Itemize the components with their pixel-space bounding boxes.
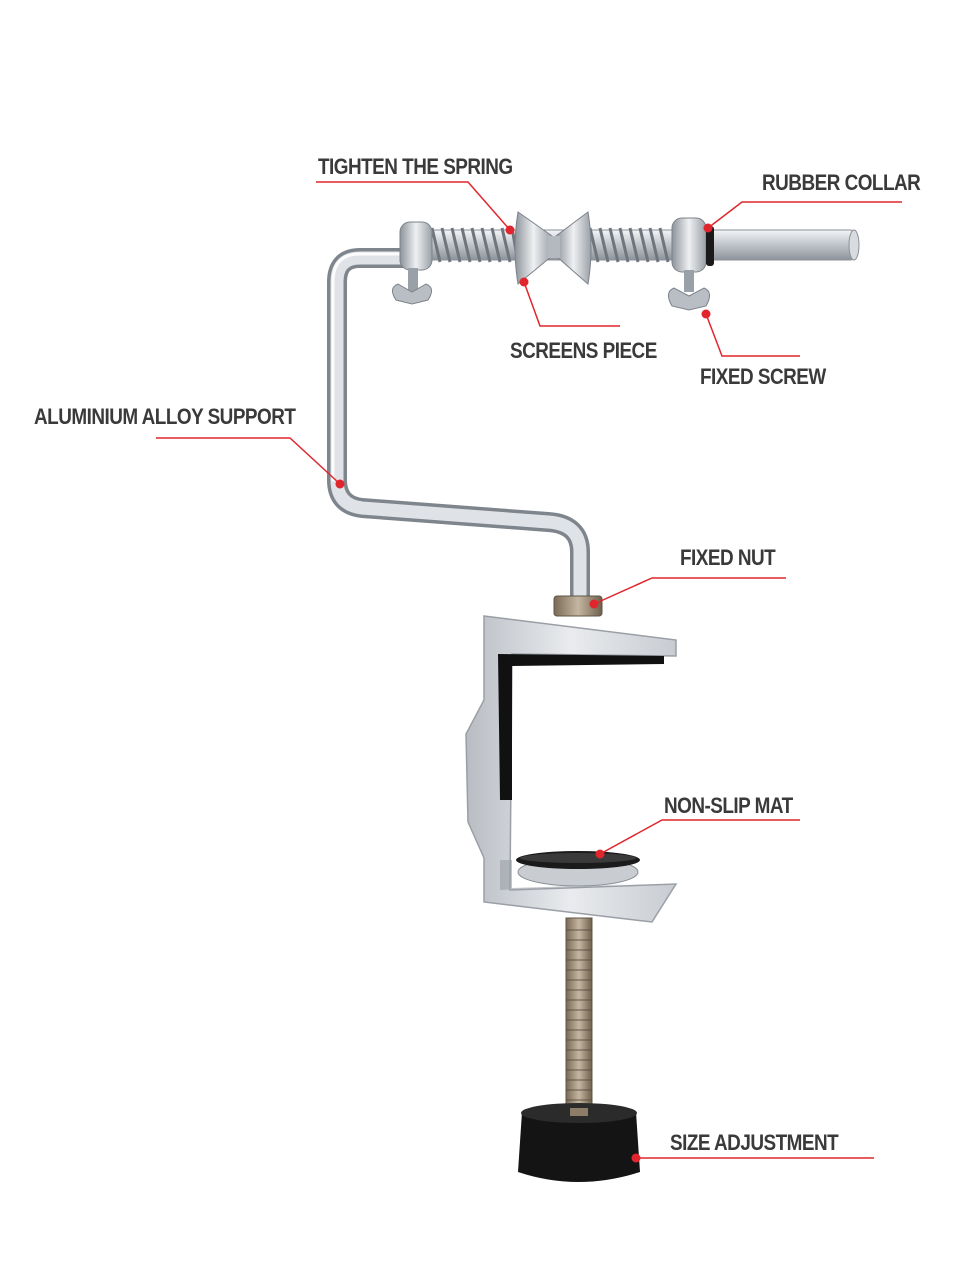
threaded-screw	[565, 917, 593, 1119]
label-size-adjustment: SIZE ADJUSTMENT	[670, 1130, 839, 1155]
label-aluminium-support: ALUMINIUM ALLOY SUPPORT	[34, 404, 296, 429]
leader-tighten-spring	[316, 181, 511, 231]
dot-rubber-collar	[703, 223, 713, 233]
label-non-slip-mat: NON-SLIP MAT	[664, 793, 793, 818]
fixed-nut	[553, 595, 603, 617]
label-fixed-screw: FIXED SCREW	[700, 364, 826, 389]
dot-tighten-spring	[505, 225, 515, 235]
non-slip-pad	[516, 851, 640, 887]
marker-dots	[335, 223, 713, 1163]
left-collar	[399, 221, 433, 271]
dot-non-slip-mat	[595, 849, 605, 859]
right-collar	[671, 217, 707, 273]
screens-piece	[514, 211, 592, 285]
leader-screens-piece	[523, 281, 620, 327]
dot-aluminium-support	[335, 479, 345, 489]
leader-fixed-nut	[593, 577, 786, 605]
wing-screw-left	[392, 268, 432, 305]
rubber-collar-ring	[706, 226, 714, 266]
c-clamp	[465, 615, 678, 923]
leader-aluminium-support	[156, 437, 341, 485]
wing-screw-right	[668, 270, 710, 311]
adjustment-knob	[518, 1103, 640, 1182]
leader-rubber-collar	[707, 201, 902, 229]
aluminium-rod	[327, 248, 590, 610]
leader-non-slip-mat	[599, 819, 800, 855]
spring-right	[588, 227, 670, 263]
leader-fixed-screw	[705, 313, 800, 357]
label-fixed-nut: FIXED NUT	[680, 545, 776, 570]
label-rubber-collar: RUBBER COLLAR	[762, 170, 921, 195]
label-screens-piece: SCREENS PIECE	[510, 338, 657, 363]
dot-screens-piece	[519, 277, 529, 287]
label-tighten-spring: TIGHTEN THE SPRING	[318, 154, 513, 179]
dot-size-adjustment	[631, 1153, 641, 1163]
dot-fixed-screw	[701, 309, 711, 319]
dot-fixed-nut	[589, 599, 599, 609]
leader-lines	[156, 181, 902, 1159]
